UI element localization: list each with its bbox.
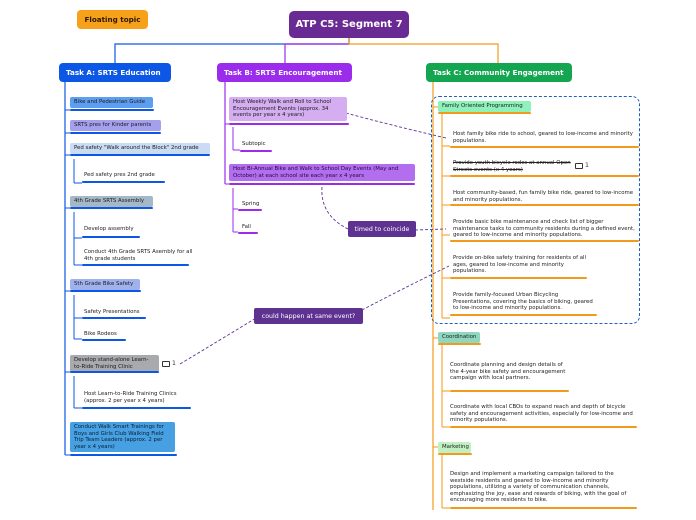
callout-same-event[interactable]: could happen at same event? <box>254 308 363 324</box>
comment-badge[interactable]: 1 <box>162 360 176 367</box>
item-marketing-campaign[interactable]: Design and implement a marketing campaig… <box>450 471 627 504</box>
underline <box>82 317 146 319</box>
item-family-bike-ride[interactable]: Host family bike ride to school, geared … <box>453 131 633 144</box>
topic-4th-grade-assembly[interactable]: 4th Grade SRTS Assembly <box>70 196 153 207</box>
underline <box>82 339 126 341</box>
subtopic-safety-presentations[interactable]: Safety Presentations <box>84 309 140 315</box>
underline <box>82 264 189 266</box>
underline <box>238 209 262 211</box>
comment-icon <box>575 162 583 169</box>
underline <box>70 132 161 134</box>
topic-bike-ped-guide[interactable]: Bike and Pedestrian Guide <box>70 97 153 108</box>
underline <box>438 453 472 455</box>
topic-learn-to-ride-clinic[interactable]: Develop stand-alone Learn-to-Ride Traini… <box>70 355 159 373</box>
underline <box>438 112 531 114</box>
comment-badge[interactable]: 1 <box>575 162 589 169</box>
central-topic[interactable]: ATP C5: Segment 7 <box>289 11 409 38</box>
item-urban-bicycling[interactable]: Provide family-focused Urban Bicycling P… <box>453 292 593 312</box>
topic-kinder-pres[interactable]: SRTS pres for Kinder parents <box>70 120 161 131</box>
item-on-bike-training[interactable]: Provide on-bike safety training for resi… <box>453 255 587 275</box>
underline <box>70 109 154 111</box>
subtopic-host-clinics[interactable]: Host Learn-to-Ride Training Clinics (app… <box>84 391 177 404</box>
underline <box>450 204 639 206</box>
subtopic-bike-rodeos[interactable]: Bike Rodeos <box>84 331 117 337</box>
comment-count: 1 <box>172 360 176 367</box>
item-coordinate-planning[interactable]: Coordinate planning and design details o… <box>450 362 566 382</box>
subtopic-placeholder[interactable]: Subtopic <box>242 141 266 147</box>
task-a-topic[interactable]: Task A: SRTS Education <box>59 63 171 82</box>
item-coordinate-cbos[interactable]: Coordinate with local CBOs to expand rea… <box>450 404 633 424</box>
subtopic-fall[interactable]: Fall <box>242 224 251 230</box>
underline <box>450 277 587 279</box>
underline <box>450 426 637 428</box>
underline <box>450 314 597 316</box>
item-youth-bicycle-rodeos[interactable]: Provide youth bicycle rodes at annual Op… <box>453 160 571 173</box>
family-programming-boundary <box>431 96 640 324</box>
topic-ped-safety-2nd[interactable]: Ped safety "Walk around the Block" 2nd g… <box>70 143 210 154</box>
task-c-topic[interactable]: Task C: Community Engagement <box>426 63 572 82</box>
underline <box>82 181 165 183</box>
underline <box>238 232 258 234</box>
underline <box>70 371 159 373</box>
underline <box>450 240 639 242</box>
topic-coordination[interactable]: Coordination <box>438 332 480 343</box>
subtopic-conduct-assembly[interactable]: Conduct 4th Grade SRTS Asembly for all 4… <box>84 249 193 262</box>
underline <box>438 343 481 345</box>
subtopic-spring[interactable]: Spring <box>242 201 260 207</box>
underline <box>450 146 639 148</box>
underline <box>82 407 191 409</box>
underline <box>229 183 415 185</box>
subtopic-develop-assembly[interactable]: Develop assembly <box>84 226 134 232</box>
underline <box>70 290 141 292</box>
underline <box>70 154 210 156</box>
item-community-bike-ride[interactable]: Host community-based, fun family bike ri… <box>453 190 634 203</box>
underline <box>450 175 639 177</box>
underline <box>82 236 140 238</box>
callout-timed-to-coincide[interactable]: timed to coincide <box>348 221 416 237</box>
topic-weekly-walk-roll[interactable]: Host Weekly Walk and Roll to School Enco… <box>229 97 347 121</box>
underline <box>70 207 153 209</box>
topic-marketing[interactable]: Marketing <box>438 442 471 453</box>
subtopic-ped-pres[interactable]: Ped safety pres 2nd grade <box>84 172 155 178</box>
underline <box>70 454 177 456</box>
topic-bi-annual-events[interactable]: Host Bi-Annual Bike and Walk to School D… <box>229 164 415 182</box>
comment-icon <box>162 360 170 367</box>
item-bike-maintenance[interactable]: Provide basic bike maintenance and check… <box>453 219 635 239</box>
floating-topic[interactable]: Floating topic <box>77 10 148 29</box>
underline <box>229 123 349 125</box>
comment-count: 1 <box>585 162 589 169</box>
topic-5th-grade-bike-safety[interactable]: 5th Grade Bike Safety <box>70 279 140 290</box>
underline <box>240 150 272 152</box>
topic-family-programming[interactable]: Family Oriented Programming <box>438 101 531 112</box>
underline <box>450 390 569 392</box>
task-b-topic[interactable]: Task B: SRTS Encouragement <box>217 63 352 82</box>
underline <box>450 507 637 509</box>
topic-walk-smart-trainings[interactable]: Conduct Walk Smart Trainings for Boys an… <box>70 422 175 453</box>
